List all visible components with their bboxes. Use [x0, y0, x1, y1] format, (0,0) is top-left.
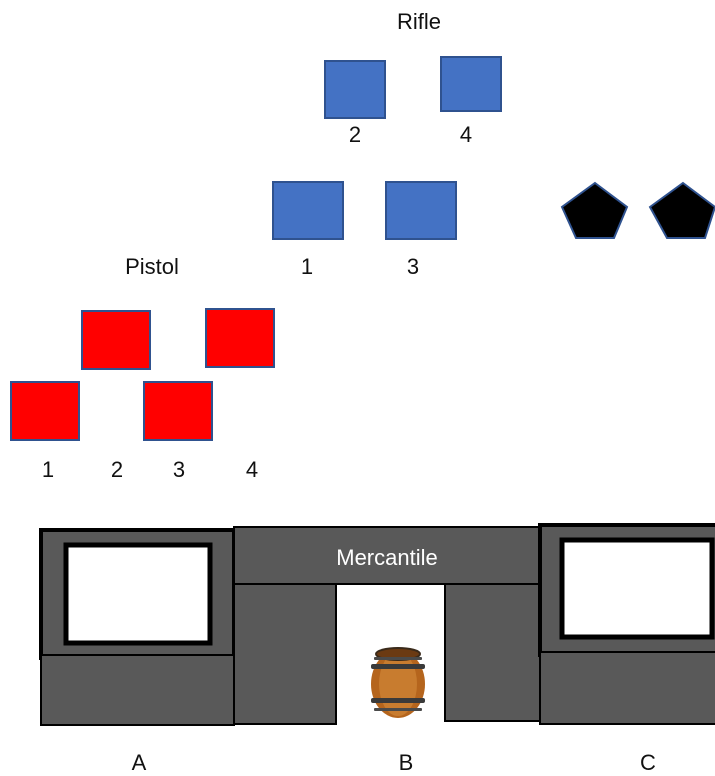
pistol-title: Pistol: [125, 254, 179, 279]
rifle-label-4: 4: [460, 122, 472, 147]
pistol-target-4: [205, 308, 275, 368]
rifle-label-2: 2: [349, 122, 361, 147]
pistol-label-3: 3: [173, 457, 185, 482]
rifle-label-3: 3: [407, 254, 419, 279]
barrel-icon: [371, 647, 425, 718]
position-label-a: A: [132, 750, 147, 775]
pistol-label-4: 4: [246, 457, 258, 482]
pistol-target-1: [10, 381, 80, 441]
mercantile-building: Mercantile: [39, 523, 715, 726]
mercantile-sign: Mercantile: [336, 545, 437, 570]
right-building-lower: [539, 651, 715, 725]
position-label-b: B: [399, 750, 414, 775]
pistol-label-2: 2: [111, 457, 123, 482]
left-pillar: [233, 583, 337, 725]
pistol-target-3: [143, 381, 213, 441]
position-label-c: C: [640, 750, 656, 775]
pentagon-marker-1: [560, 181, 629, 239]
rifle-target-1: [272, 181, 344, 240]
right-pillar: [444, 583, 541, 722]
rifle-target-3: [385, 181, 457, 240]
pentagon-marker-2: [648, 181, 715, 239]
rifle-title: Rifle: [397, 9, 441, 34]
right-window: [559, 537, 715, 640]
pistol-label-1: 1: [42, 457, 54, 482]
rifle-target-4: [440, 56, 502, 112]
pistol-target-2: [81, 310, 151, 370]
rifle-label-1: 1: [301, 254, 313, 279]
rifle-target-2: [324, 60, 386, 119]
left-building-lower: [40, 654, 235, 726]
left-window: [63, 542, 213, 646]
